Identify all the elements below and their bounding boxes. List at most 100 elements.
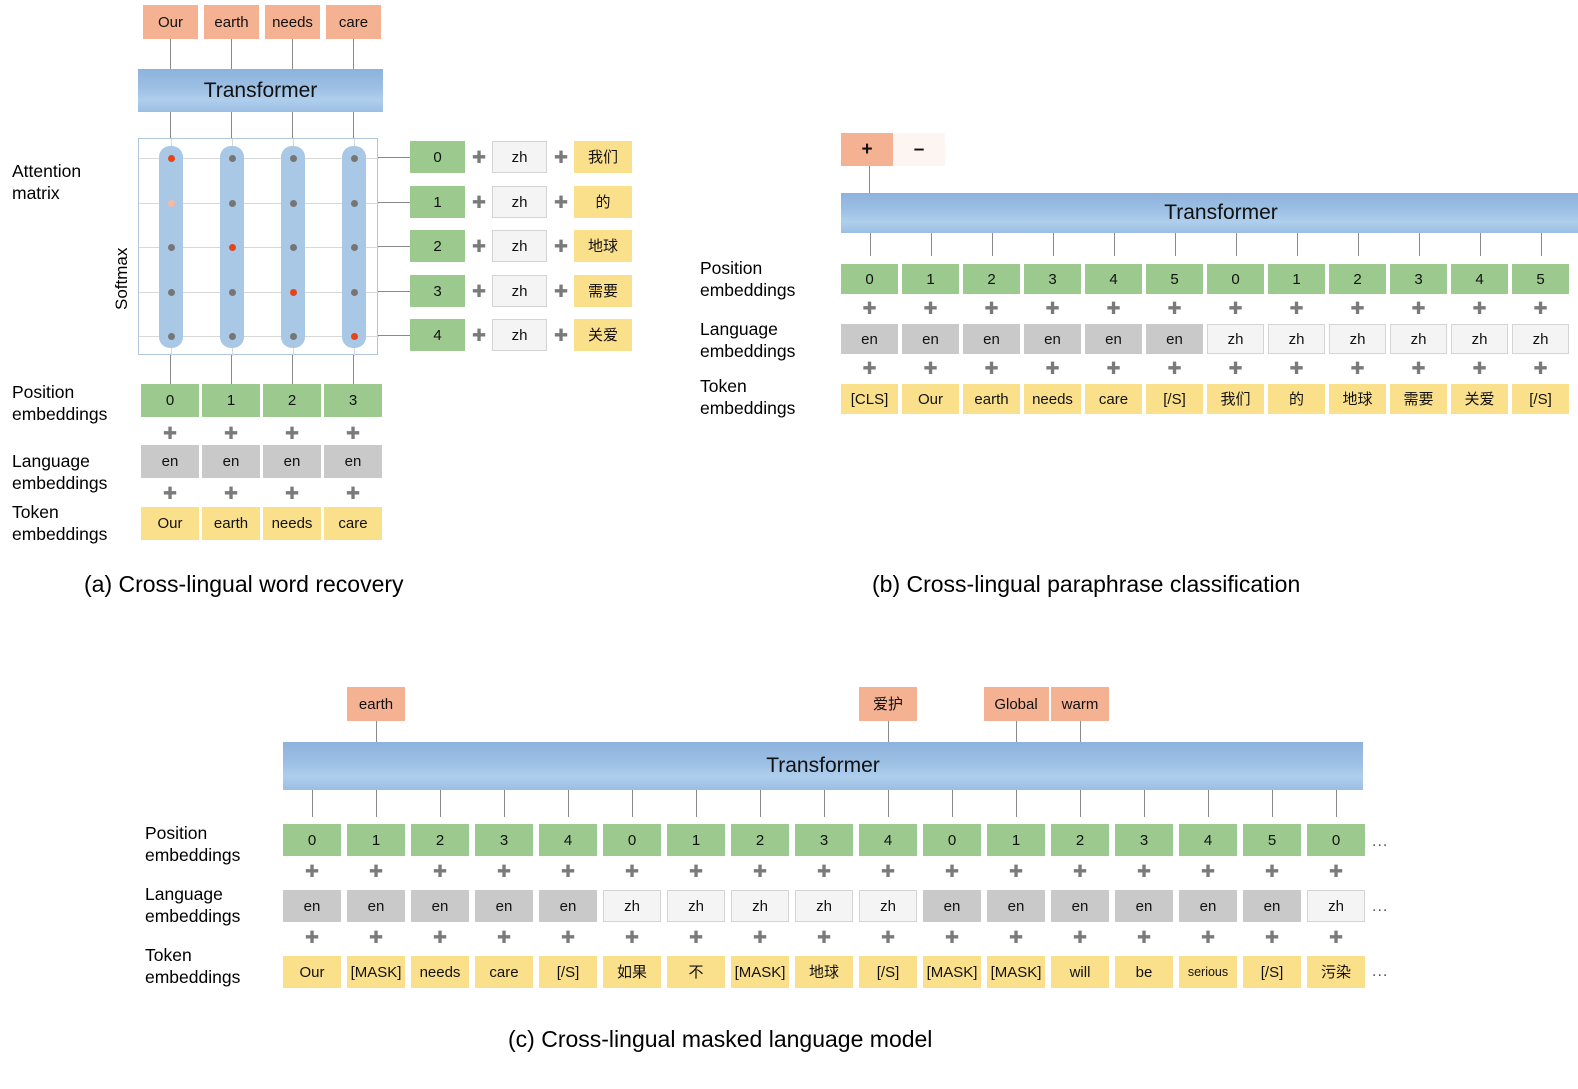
plus-icon: ✚ (752, 927, 768, 947)
connector-line (1357, 233, 1359, 256)
panel-c-column-token: [/S] (1243, 956, 1301, 988)
panel-c-column-language: zh (731, 890, 789, 922)
panel-c-column-token: care (475, 956, 533, 988)
panel-b-column-position: 2 (1329, 264, 1386, 294)
panel-a-input-position: 0 (141, 384, 199, 417)
panel-b-column-token: Our (902, 384, 959, 414)
token-embeddings-label: Token embeddings (700, 375, 795, 420)
attention-dot (168, 289, 175, 296)
panel-c-column-token: 不 (667, 956, 725, 988)
panel-a-source-token: 我们 (574, 141, 632, 173)
panel-b-column-token: 需要 (1390, 384, 1447, 414)
plus-icon: ✚ (944, 861, 960, 881)
panel-a-input-language: en (324, 445, 382, 478)
panel-c-column-language: en (283, 890, 341, 922)
plus-icon: ✚ (553, 281, 569, 301)
plus-icon: ✚ (345, 483, 361, 503)
plus-icon: ✚ (1264, 861, 1280, 881)
plus-icon: ✚ (984, 298, 999, 318)
connector-line (1080, 721, 1081, 742)
plus-icon: ✚ (1533, 298, 1548, 318)
panel-a-input-position: 2 (263, 384, 321, 417)
attention-dot (168, 155, 175, 162)
connector-line (504, 790, 505, 817)
panel-c-column-language: zh (795, 890, 853, 922)
connector-line (888, 721, 889, 742)
panel-b-class-positive[interactable]: + (841, 133, 893, 166)
connector-line (170, 355, 171, 384)
plus-icon: ✚ (471, 236, 487, 256)
panel-b-column-position: 2 (963, 264, 1020, 294)
attention-dot (168, 244, 175, 251)
connector-line (231, 112, 232, 140)
plus-icon: ✚ (560, 861, 576, 881)
plus-icon: ✚ (1200, 927, 1216, 947)
connector-line (440, 790, 441, 817)
panel-c-column-position: 1 (987, 824, 1045, 856)
panel-c-prediction: 爱护 (859, 687, 917, 721)
panel-c-column-position: 4 (859, 824, 917, 856)
panel-c-column-position: 0 (603, 824, 661, 856)
plus-icon: ✚ (984, 358, 999, 378)
panel-c-column-position: 4 (539, 824, 597, 856)
language-embeddings-label: Language embeddings (12, 450, 107, 495)
panel-c-ellipsis-position: ... (1372, 833, 1389, 850)
attention-dot (229, 200, 236, 207)
attention-matrix-label-line1: Attention (12, 161, 82, 181)
plus-icon: ✚ (624, 861, 640, 881)
panel-b-column-language: zh (1268, 324, 1325, 354)
connector-line (952, 790, 953, 817)
panel-b-column-language: en (1085, 324, 1142, 354)
attention-dot (168, 333, 175, 340)
panel-b-column-language: en (1146, 324, 1203, 354)
position-embeddings-label-line1: Position (145, 823, 208, 843)
plus-icon: ✚ (284, 483, 300, 503)
connector-line (1174, 233, 1176, 256)
panel-a-source-language: zh (492, 141, 547, 173)
panel-a-source-position: 0 (410, 141, 465, 173)
plus-icon: ✚ (1136, 861, 1152, 881)
position-embeddings-label-line2: embeddings (145, 845, 241, 866)
panel-b-class-negative[interactable]: – (893, 133, 945, 166)
connector-line (632, 790, 633, 817)
panel-c-column-language: zh (667, 890, 725, 922)
connector-line (170, 39, 171, 69)
panel-c-column-position: 1 (347, 824, 405, 856)
position-embeddings-label: Position embeddings (145, 822, 240, 867)
attention-dot (290, 289, 297, 296)
plus-icon: ✚ (1228, 358, 1243, 378)
plus-icon: ✚ (880, 861, 896, 881)
plus-icon: ✚ (1350, 298, 1365, 318)
attention-dot (351, 244, 358, 251)
panel-c-column-token: 污染 (1307, 956, 1365, 988)
plus-icon: ✚ (368, 861, 384, 881)
plus-icon: ✚ (1106, 358, 1121, 378)
connector-line (292, 355, 293, 384)
plus-icon: ✚ (1200, 861, 1216, 881)
token-embeddings-label-line2: embeddings (12, 524, 108, 545)
panel-a-output-token: earth (204, 5, 259, 39)
panel-b-column-token: care (1085, 384, 1142, 414)
attention-dot (351, 155, 358, 162)
attention-dot (229, 333, 236, 340)
connector-line (353, 39, 354, 69)
connector-line (378, 291, 410, 292)
plus-icon: ✚ (1072, 927, 1088, 947)
panel-a-source-language: zh (492, 186, 547, 218)
panel-a-source-language: zh (492, 275, 547, 307)
token-embeddings-label-line1: Token (145, 945, 192, 965)
plus-icon: ✚ (553, 147, 569, 167)
panel-c-column-language: en (1051, 890, 1109, 922)
connector-line (1208, 790, 1209, 817)
plus-icon: ✚ (368, 927, 384, 947)
connector-line (353, 112, 354, 140)
panel-b-column-token: 关爱 (1451, 384, 1508, 414)
attention-dot (290, 333, 297, 340)
plus-icon: ✚ (688, 861, 704, 881)
plus-icon: ✚ (816, 861, 832, 881)
attention-dot (351, 289, 358, 296)
panel-b-column-position: 4 (1451, 264, 1508, 294)
panel-c-column-language: en (539, 890, 597, 922)
plus-icon: ✚ (1533, 358, 1548, 378)
token-embeddings-label-line1: Token (12, 502, 59, 522)
